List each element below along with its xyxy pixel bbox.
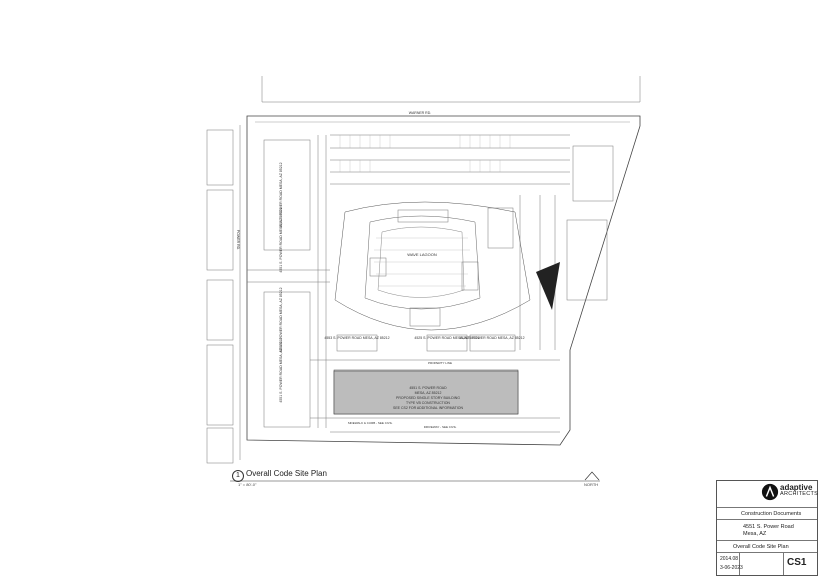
- property-line-note: PROPERTY LINE: [428, 361, 452, 365]
- view-title: Overall Code Site Plan: [246, 469, 327, 478]
- address-label-west-4: 4551 S. POWER ROAD MESA, AZ 85212: [279, 337, 283, 402]
- main-building-note-5: SEE CS2 FOR ADDITIONAL INFORMATION: [393, 406, 463, 410]
- sheet-title: Overall Code Site Plan: [733, 544, 789, 550]
- project-address-line1: 4551 S. Power Road: [743, 524, 794, 530]
- main-building-note-4: TYPE VB CONSTRUCTION: [406, 401, 450, 405]
- sidewalk-note: SIDEWALK & CURB - SEE CIVIL: [348, 421, 393, 425]
- street-label-west: POWER RD.: [236, 230, 240, 250]
- north-label: NORTH: [584, 482, 599, 487]
- job-number: 2014.08: [720, 556, 739, 562]
- main-building-note-1: 4551 S. POWER ROAD: [409, 386, 447, 390]
- street-label-north: WARNER RD.: [409, 111, 431, 115]
- lagoon-label: WAVE LAGOON: [407, 252, 437, 257]
- address-label-west-2: 4551 S. POWER ROAD MESA, AZ 85212: [279, 207, 283, 272]
- view-title-row: 1 Overall Code Site Plan: [232, 469, 602, 482]
- firm-subtitle: ARCHITECTS: [780, 491, 819, 497]
- driveway-note: DRIVEWAY - SEE CIVIL: [424, 425, 457, 429]
- main-building-note-2: MESA, AZ 85212: [415, 391, 442, 395]
- issue-date: 3-06-2023: [720, 565, 743, 571]
- firm-name: adaptive: [780, 483, 813, 492]
- view-number: 1: [232, 470, 244, 482]
- address-label-4525: 4525 S. POWER ROAD MESA, AZ 85212: [414, 336, 479, 340]
- address-label-west-3: 4551 S. POWER ROAD MESA, AZ 85212: [279, 287, 283, 352]
- project-address-line2: Mesa, AZ: [743, 531, 767, 537]
- address-label-west-1: 4551 S. POWER ROAD MESA, AZ 85212: [279, 162, 283, 227]
- address-label-4529: 4529 S. POWER ROAD MESA, AZ 85212: [459, 336, 524, 340]
- title-block: adaptive ARCHITECTS Construction Documen…: [716, 480, 818, 576]
- sheet-number: CS1: [787, 557, 807, 568]
- document-type: Construction Documents: [741, 511, 802, 517]
- address-label-4553: 4553 S. POWER ROAD MESA, AZ 85212: [324, 336, 389, 340]
- main-building-note-3: PROPOSED SINGLE STORY BUILDING: [396, 396, 460, 400]
- view-scale: 1" = 80'-0": [238, 482, 257, 487]
- firm-logo-icon: [761, 483, 779, 501]
